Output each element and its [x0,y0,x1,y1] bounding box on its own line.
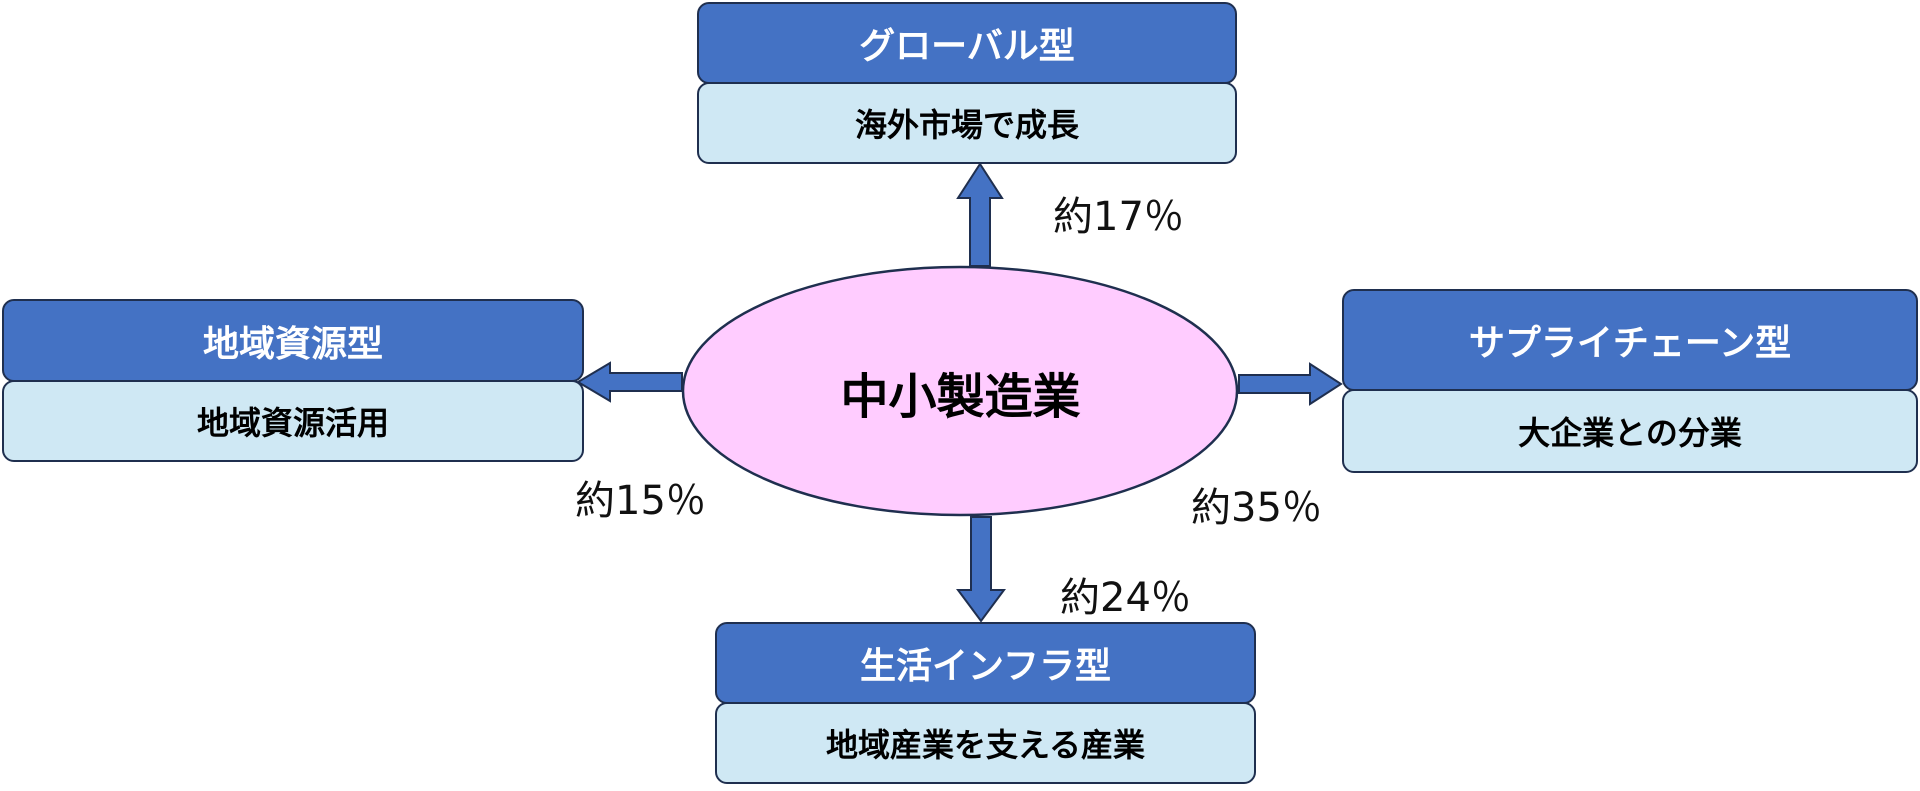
share-label-infra: 約24％ [1060,575,1191,621]
type-title: サプライチェーン型 [1342,289,1918,391]
share-label-supply: 約35％ [1191,485,1322,531]
type-description: 地域資源活用 [2,380,584,462]
type-description: 地域産業を支える産業 [715,702,1256,784]
share-label-regional: 約15％ [575,478,706,524]
arrow-left-icon [576,361,683,403]
type-box-supply: サプライチェーン型 大企業との分業 [1342,289,1918,473]
type-title: 生活インフラ型 [715,622,1256,704]
arrow-down-icon [956,516,1006,623]
type-title: 地域資源型 [2,299,584,382]
type-title: グローバル型 [697,2,1237,84]
type-description: 大企業との分業 [1342,389,1918,473]
arrow-right-icon [1238,362,1343,406]
share-label-global: 約17％ [1053,194,1184,240]
type-box-regional: 地域資源型 地域資源活用 [2,299,584,462]
type-box-global: グローバル型 海外市場で成長 [697,2,1237,164]
type-box-infra: 生活インフラ型 地域産業を支える産業 [715,622,1256,784]
arrow-up-icon [956,162,1004,267]
type-description: 海外市場で成長 [697,82,1237,164]
center-label: 中小製造業 [840,368,1081,425]
